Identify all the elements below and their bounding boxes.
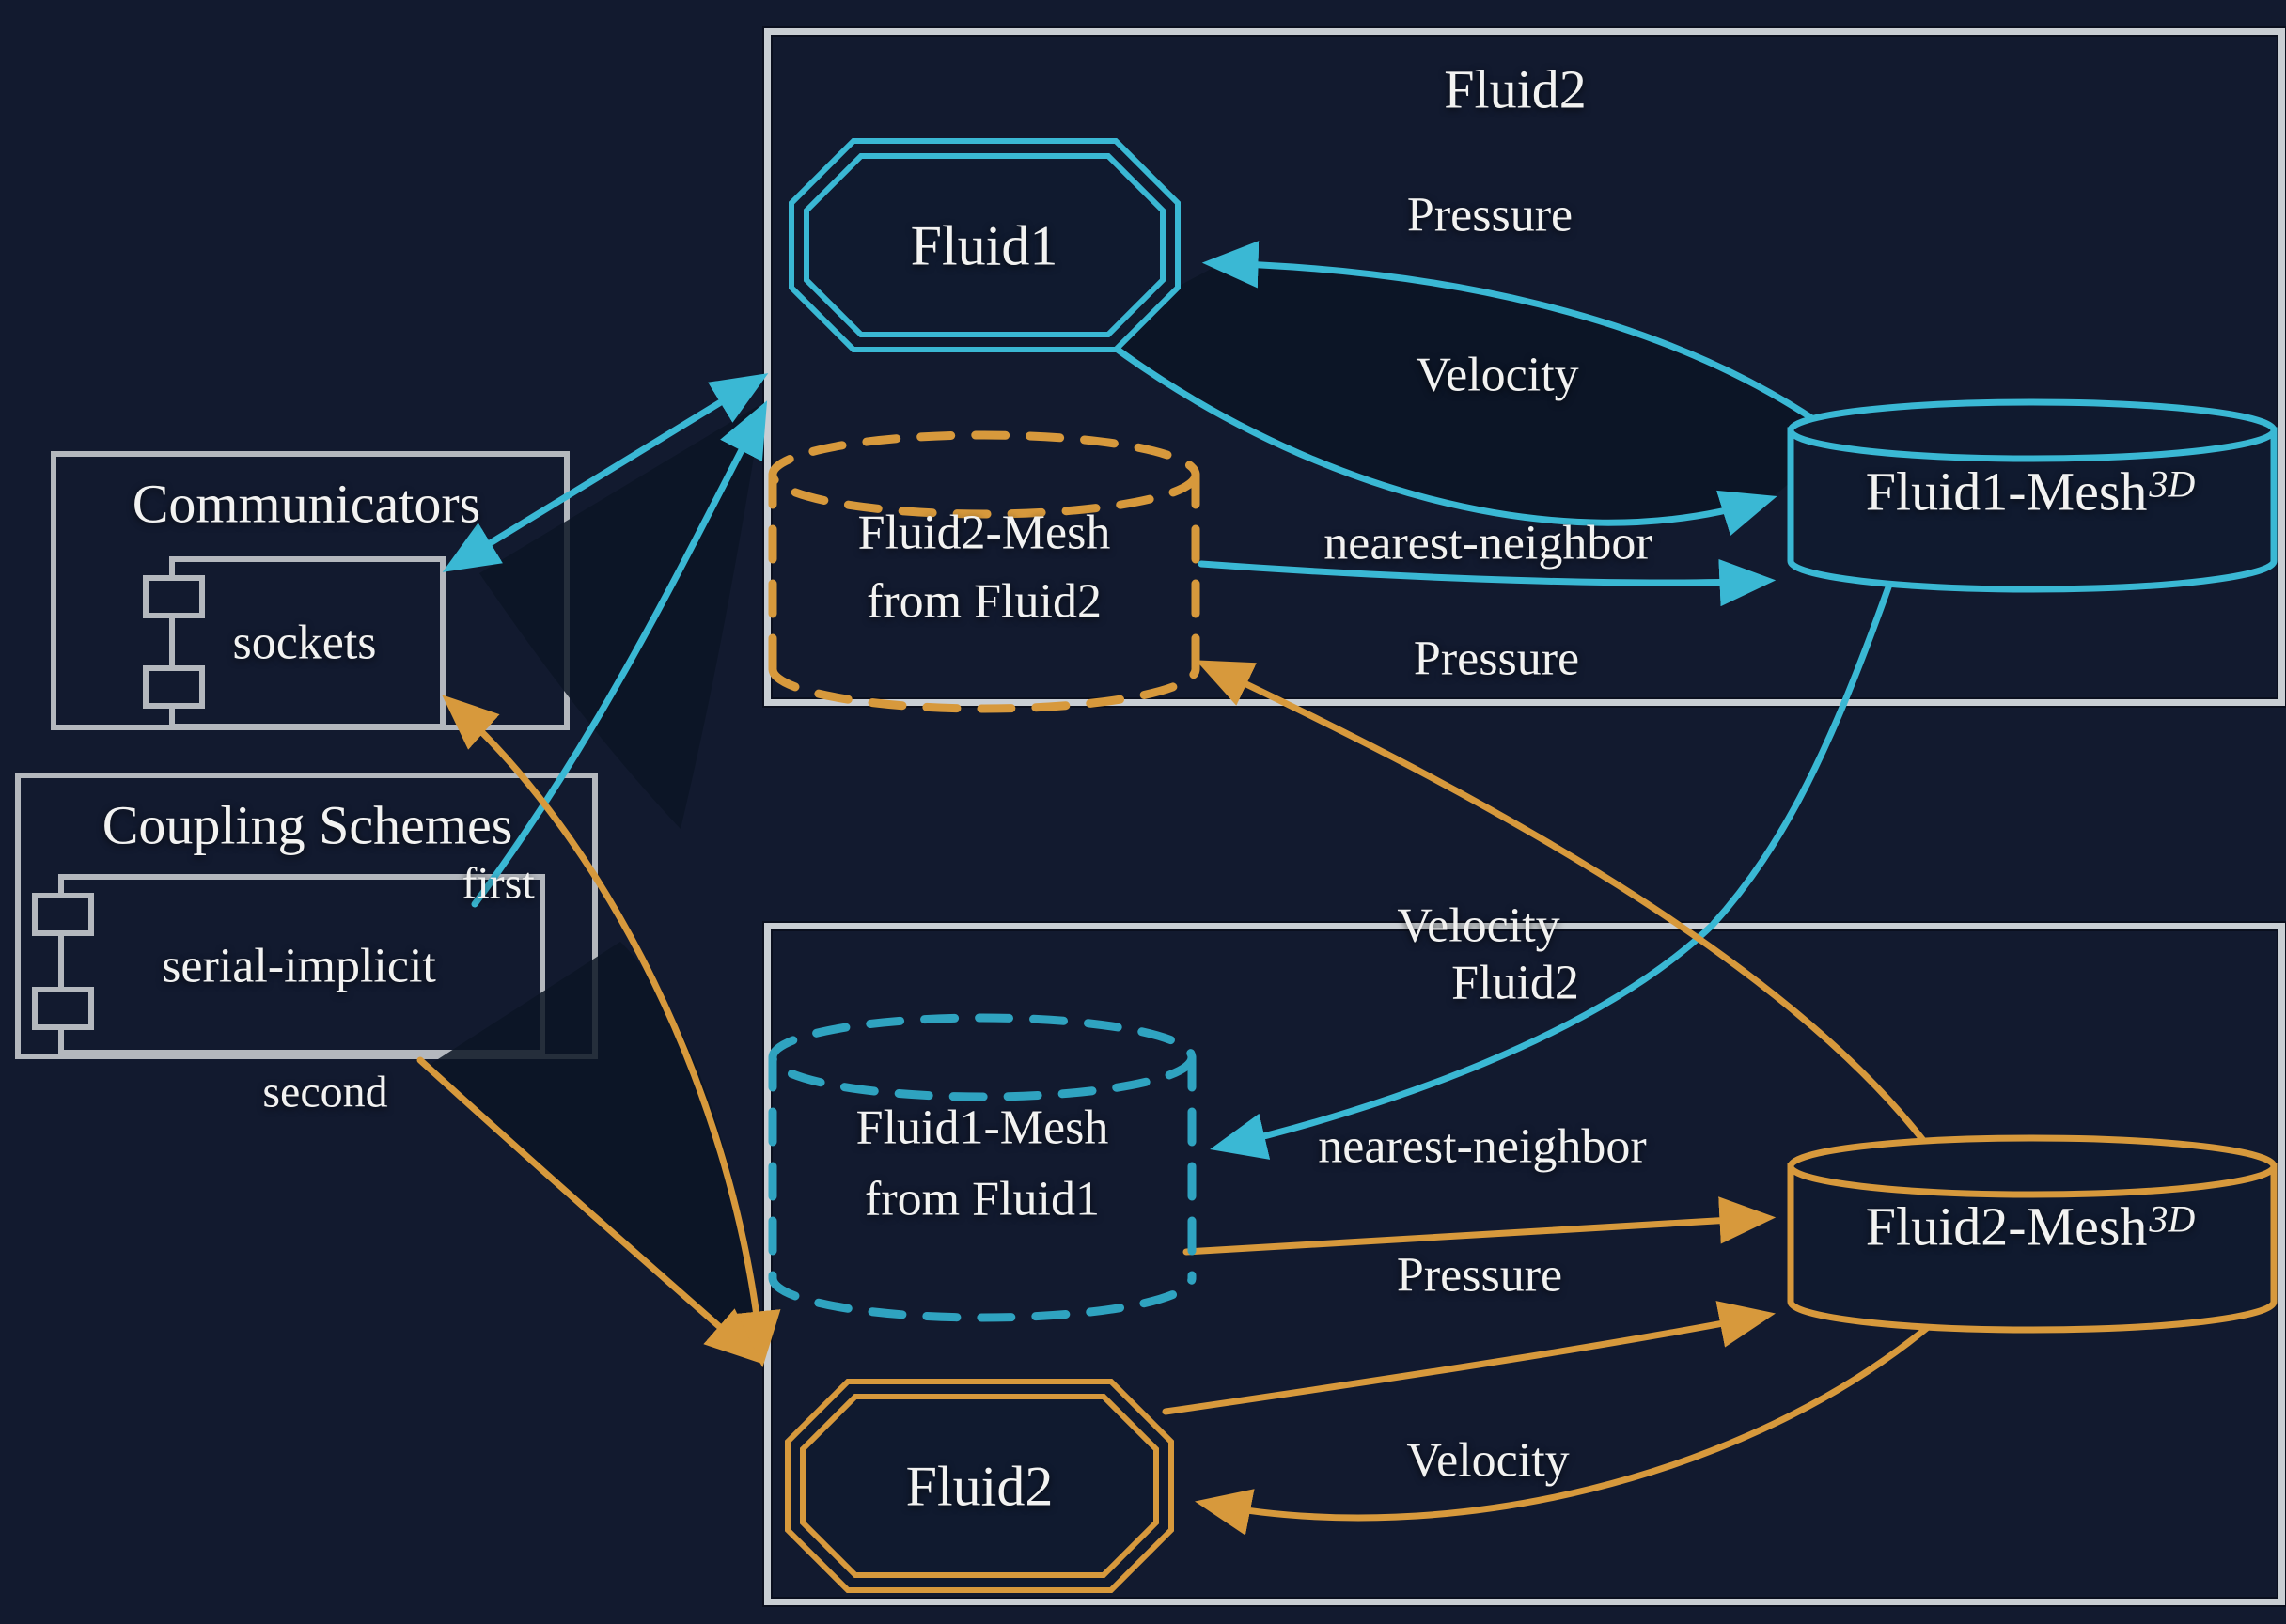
shadow-lens-top: [1092, 267, 1840, 525]
shadow-wedge-cyan: [479, 406, 758, 829]
arrow-pressure-top: [1201, 241, 1844, 442]
label-velocity-bottom: Velocity: [1406, 1433, 1570, 1488]
label-mapping-top: nearest-neighbor: [1323, 516, 1652, 570]
shadow-wedge-orange: [425, 942, 758, 1353]
component-port-icon: [32, 893, 94, 936]
fluid2-solver-octagon: [785, 1379, 1174, 1593]
fluid1-solver-octagon: [789, 138, 1181, 352]
arrow-pressure-cross: [1196, 660, 1940, 1162]
arrow-nearest-neighbor-top: [1198, 558, 1777, 607]
fluid2-solver-label: Fluid2: [905, 1455, 1054, 1518]
component-port-icon: [143, 665, 205, 709]
arrow-nearest-neighbor-bottom: [1182, 1196, 1777, 1256]
communicators-title: Communicators: [132, 473, 481, 535]
fluid1-mesh-cylinder: [1787, 398, 2278, 593]
fluid1-mesh-dimension: 3D: [2149, 462, 2196, 506]
sockets-box: [169, 556, 446, 729]
label-mapping-bottom: nearest-neighbor: [1318, 1119, 1647, 1174]
fluid2-mesh-label: Fluid2-Mesh3D: [1866, 1195, 2196, 1258]
label-pressure-received: Pressure: [1413, 632, 1580, 686]
label-velocity-cross: Velocity: [1397, 898, 1560, 953]
label-velocity-top: Velocity: [1416, 348, 1579, 402]
order-second-label: second: [262, 1067, 388, 1117]
order-first-label: first: [462, 858, 535, 909]
fluid2-mesh-name: Fluid2-Mesh: [1865, 1195, 2148, 1257]
received-mesh-fluid1-line2: from Fluid1: [865, 1172, 1100, 1226]
top-participant-title: Fluid2: [1444, 58, 1587, 120]
label-pressure-top: Pressure: [1406, 188, 1574, 242]
arrow-sockets-fluid2: [442, 695, 781, 1368]
received-mesh-fluid1-cylinder: [768, 1013, 1197, 1322]
serial-implicit-label: serial-implicit: [162, 939, 436, 993]
coupling-schemes-title: Coupling Schemes: [102, 794, 513, 856]
participant-box-top: [764, 28, 2285, 706]
received-mesh-fluid2-line1: Fluid2-Mesh: [857, 506, 1111, 560]
fluid2-mesh-cylinder: [1787, 1134, 2278, 1334]
fluid2-mesh-dimension: 3D: [2149, 1197, 2196, 1241]
arrow-velocity-top: [1088, 327, 1777, 536]
received-mesh-fluid2-cylinder: [768, 430, 1200, 713]
received-mesh-fluid2-line2: from Fluid2: [867, 574, 1102, 629]
arrow-sockets-fluid1: [442, 373, 769, 572]
arrow-scheme-second-fluid2: [416, 1056, 761, 1364]
fluid1-mesh-label: Fluid1-Mesh3D: [1866, 461, 2196, 523]
received-mesh-fluid1-line1: Fluid1-Mesh: [855, 1101, 1109, 1155]
arrow-pressure-bottom: [1162, 1301, 1776, 1415]
bottom-participant-title: Fluid2: [1451, 956, 1579, 1010]
component-port-icon: [32, 987, 94, 1030]
sockets-label: sockets: [232, 616, 377, 670]
arrow-velocity-bottom: [1195, 1320, 1936, 1536]
fluid1-solver-label: Fluid1: [910, 214, 1058, 277]
fluid1-mesh-name: Fluid1-Mesh: [1865, 461, 2148, 523]
label-pressure-bottom: Pressure: [1396, 1248, 1563, 1303]
component-port-icon: [143, 575, 205, 618]
